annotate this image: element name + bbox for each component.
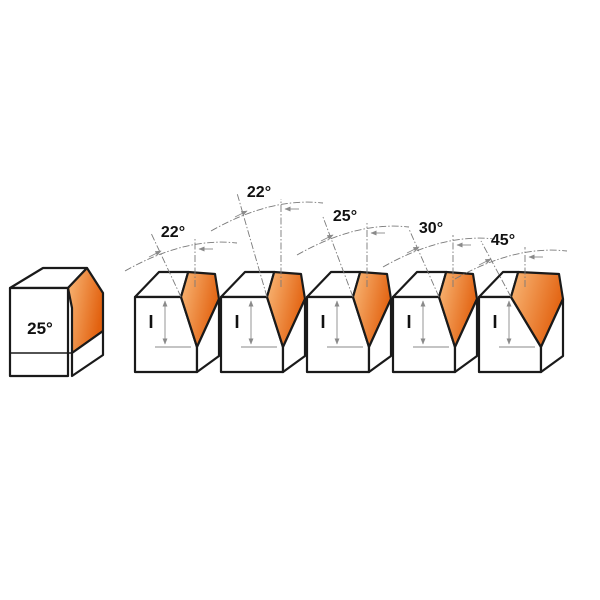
- sample-block-front-face: [8, 286, 70, 378]
- profile-bevel-face: [179, 270, 221, 349]
- height-symbol: I: [492, 312, 497, 332]
- profile-bevel-face: [265, 270, 307, 349]
- angle-arc: [210, 201, 324, 232]
- profile-side-face: [453, 297, 479, 374]
- profile-angle-label: 25°: [333, 208, 357, 225]
- bevel-angle-line: [480, 240, 512, 298]
- profile-bevel-face: [351, 270, 393, 349]
- height-symbol: I: [234, 312, 239, 332]
- height-symbol: I: [320, 312, 325, 332]
- angle-arc: [124, 241, 238, 272]
- profile-side-face: [281, 297, 307, 374]
- profile-top-face: [305, 270, 362, 299]
- profile-block-3: I 25°: [296, 208, 410, 374]
- angle-arrow: [406, 246, 420, 254]
- profile-block-1: I 22°: [124, 224, 238, 374]
- angle-arrow: [320, 234, 334, 242]
- sample-angle-label: 25°: [27, 319, 53, 338]
- profile-bevel-face: [437, 270, 479, 349]
- profile-side-face: [195, 297, 221, 374]
- sample-block: 25°: [8, 266, 105, 378]
- bevel-angle-line: [150, 232, 182, 298]
- bevel-angle-line: [322, 216, 354, 298]
- sample-block-side-face: [70, 329, 105, 378]
- profile-top-face: [391, 270, 448, 299]
- angle-arc: [454, 249, 568, 280]
- height-symbol: I: [148, 312, 153, 332]
- profile-angle-label: 30°: [419, 220, 443, 237]
- profile-angle-label: 45°: [491, 232, 515, 249]
- profile-angle-label: 22°: [247, 184, 271, 201]
- profile-top-face: [133, 270, 190, 299]
- height-symbol: I: [406, 312, 411, 332]
- profile-angle-label: 22°: [161, 224, 185, 241]
- profile-bevel-face: [509, 270, 565, 349]
- profile-block-4: I 30°: [382, 220, 496, 374]
- profile-side-face: [367, 297, 393, 374]
- angle-arrow: [478, 258, 492, 266]
- angle-arc: [296, 225, 410, 256]
- profile-row: I 22° I 22° I 25° I 30° I 45°: [124, 184, 568, 374]
- profile-side-face: [539, 297, 565, 374]
- bevel-angle-line: [236, 192, 268, 298]
- angle-arrow: [148, 250, 162, 258]
- angle-arc: [382, 237, 496, 268]
- profile-block-2: I 22°: [210, 184, 324, 374]
- profile-block-5: I 45°: [454, 232, 568, 374]
- angle-arrow: [234, 210, 248, 218]
